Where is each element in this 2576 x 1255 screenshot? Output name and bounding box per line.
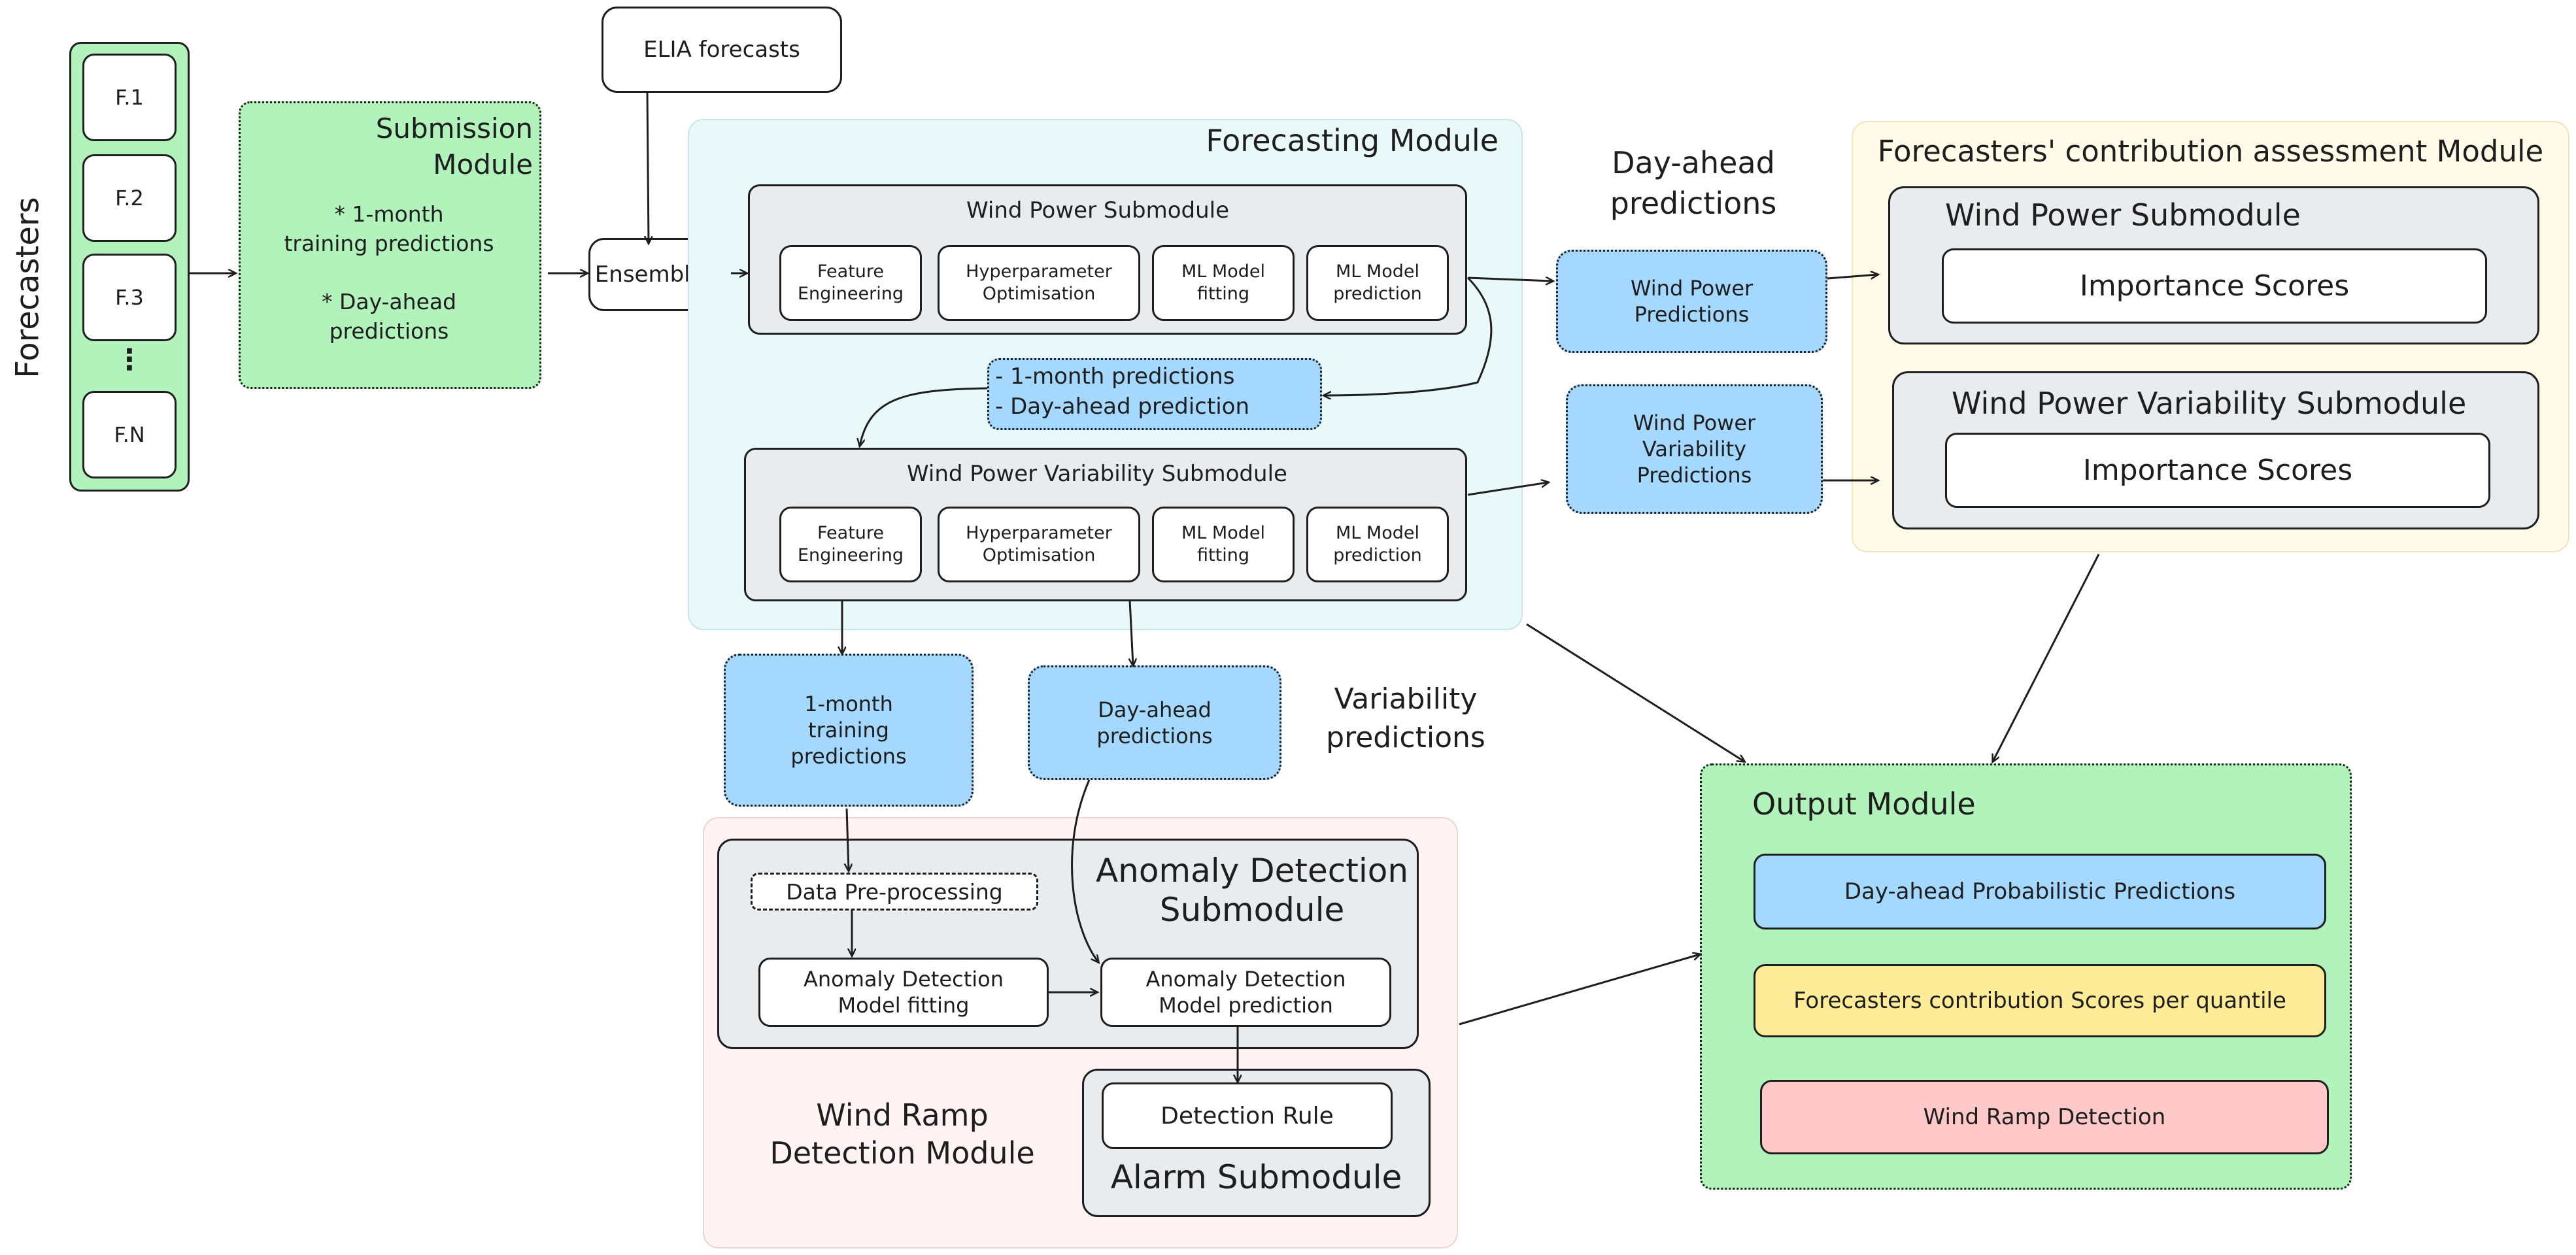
anomaly-model-prediction-box: Anomaly Detection Model prediction <box>1100 958 1391 1027</box>
anomaly-model-fitting-box: Anomaly Detection Model fitting <box>758 958 1049 1027</box>
arrow-assessment-to-output <box>1993 554 2100 761</box>
output-day-ahead-probabilistic-predictions: Day-ahead Probabilistic Predictions <box>1754 854 2326 929</box>
anomaly-detection-title: Anomaly Detection Submodule <box>1095 852 1409 929</box>
forecaster-item-3: F.3 <box>82 254 177 341</box>
variability-importance-scores: Importance Scores <box>1945 433 2490 508</box>
arrow-ramp-to-output <box>1459 954 1700 1026</box>
wp-ml-model-prediction: ML Model prediction <box>1306 245 1449 321</box>
forecaster-item-n: F.N <box>82 391 177 478</box>
arrow-elia-to-ensembling <box>647 91 649 243</box>
forecaster-item-2: F.2 <box>82 154 177 242</box>
variability-predictions-box: Wind Power Variability Predictions <box>1566 384 1823 514</box>
wind-ramp-title: Wind Ramp Detection Module <box>770 1097 1035 1171</box>
day-ahead-heading: Day-ahead predictions <box>1610 145 1777 222</box>
forecaster-item-1: F.1 <box>82 54 177 141</box>
wind-power-predictions-box: Wind Power Predictions <box>1556 250 1827 353</box>
submission-bullet-day-ahead: * Day-ahead predictions <box>321 289 457 344</box>
forecaster-ellipsis: ⋮ <box>115 343 144 376</box>
forecasters-label: Forecasters <box>9 197 46 378</box>
arrow-forecasting-to-output <box>1526 623 1744 761</box>
output-module-title: Output Module <box>1752 786 1976 822</box>
var-feature-engineering: Feature Engineering <box>779 507 922 582</box>
submission-title: Submission Module <box>375 112 533 180</box>
var-hyperparameter-optimisation: Hyperparameter Optimisation <box>938 507 1140 582</box>
output-wind-ramp-detection: Wind Ramp Detection <box>1760 1080 2329 1154</box>
assessment-wind-power-title: Wind Power Submodule <box>1945 197 2301 233</box>
output-forecasters-contribution-scores: Forecasters contribution Scores per quan… <box>1754 964 2326 1037</box>
one-month-training-predictions-box: 1-month training predictions <box>724 654 974 807</box>
internal-predictions-box <box>987 358 1322 430</box>
day-ahead-variability-predictions-box: Day-ahead predictions <box>1028 665 1281 780</box>
wp-ml-model-fitting: ML Model fitting <box>1152 245 1295 321</box>
elia-forecasts-box: ELIA forecasts <box>602 7 842 93</box>
wp-hyperparameter-optimisation: Hyperparameter Optimisation <box>938 245 1140 321</box>
wp-feature-engineering: Feature Engineering <box>779 245 922 321</box>
data-preprocessing-box: Data Pre-processing <box>751 873 1038 911</box>
submission-module <box>239 101 541 389</box>
assessment-title: Forecasters' contribution assessment Mod… <box>1877 134 2544 169</box>
detection-rule-box: Detection Rule <box>1102 1082 1393 1149</box>
assessment-variability-title: Wind Power Variability Submodule <box>1952 386 2467 421</box>
alarm-submodule-title: Alarm Submodule <box>1110 1158 1402 1196</box>
var-ml-model-prediction: ML Model prediction <box>1306 507 1449 582</box>
variability-predictions-heading: Variability predictions <box>1326 682 1485 755</box>
wind-power-submodule-title: Wind Power Submodule <box>966 197 1229 224</box>
variability-submodule-title: Wind Power Variability Submodule <box>907 461 1287 487</box>
forecasting-title: Forecasting Module <box>1206 123 1499 158</box>
internal-predictions-text: - 1-month predictions - Day-ahead predic… <box>995 363 1249 420</box>
var-ml-model-fitting: ML Model fitting <box>1152 507 1295 582</box>
submission-bullet-training: * 1-month training predictions <box>284 201 494 256</box>
wind-power-importance-scores: Importance Scores <box>1942 248 2487 324</box>
